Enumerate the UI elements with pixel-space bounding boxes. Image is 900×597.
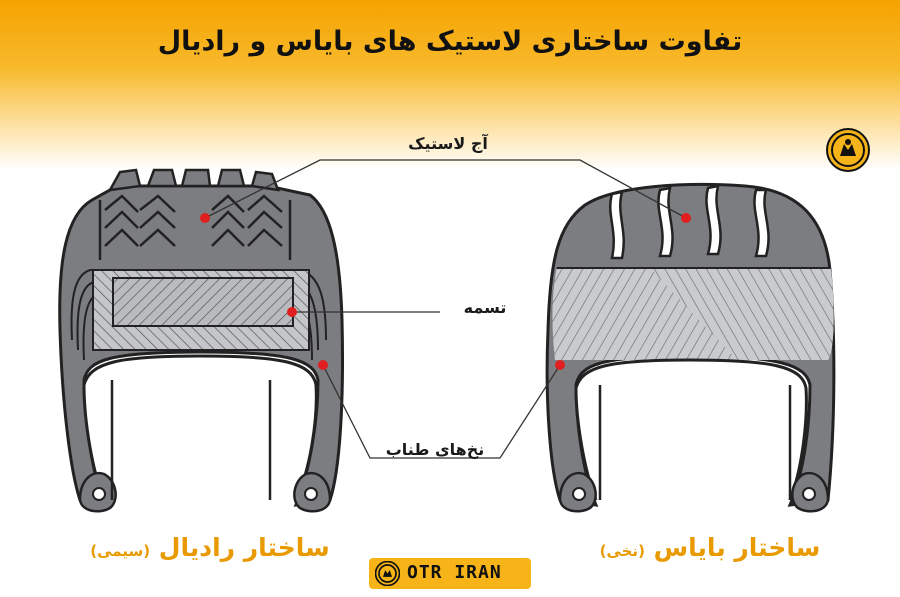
caption-bias-note: (نخی) bbox=[599, 542, 645, 560]
caption-bias: ساختار بایاس (نخی) bbox=[560, 533, 860, 562]
radial-sipes bbox=[98, 194, 292, 260]
label-plies: نخ‌های طناب bbox=[385, 440, 485, 459]
marker-bias-plies bbox=[555, 360, 565, 370]
leader-lines bbox=[204, 159, 687, 459]
brand-name: OTR IRAN bbox=[407, 562, 502, 583]
brand-emblem-icon bbox=[375, 561, 400, 586]
bias-bead-hole-right bbox=[802, 487, 816, 501]
bias-tire bbox=[545, 182, 836, 513]
marker-radial-plies bbox=[318, 360, 328, 370]
bias-plies bbox=[552, 267, 834, 360]
page-title: تفاوت ساختاری لاستیک های بایاس و رادیال bbox=[157, 26, 743, 57]
brand-logo: OTR IRAN bbox=[369, 558, 531, 589]
radial-bead-hole-left bbox=[92, 487, 106, 501]
markers bbox=[200, 213, 691, 370]
caption-radial: ساختار رادیال (سیمی) bbox=[60, 533, 360, 562]
caption-bias-title: ساختار بایاس bbox=[653, 533, 821, 562]
marker-radial-tread bbox=[200, 213, 210, 223]
marker-radial-belt bbox=[287, 307, 297, 317]
header-background bbox=[0, 0, 900, 170]
caption-radial-note: (سیمی) bbox=[90, 542, 151, 560]
radial-bead-hole-right bbox=[304, 487, 318, 501]
bias-bead-hole-left bbox=[572, 487, 586, 501]
radial-tire bbox=[58, 168, 344, 513]
label-tread: آج لاستیک bbox=[408, 134, 488, 153]
caption-radial-title: ساختار رادیال bbox=[158, 533, 330, 562]
label-belt: تسمه bbox=[463, 298, 507, 317]
marker-bias-tread bbox=[681, 213, 691, 223]
bias-inner-cavity bbox=[574, 358, 808, 501]
emblem-icon bbox=[826, 128, 870, 172]
radial-inner-cavity bbox=[82, 354, 318, 501]
radial-tread bbox=[107, 168, 280, 192]
radial-belt-inner bbox=[112, 277, 294, 327]
